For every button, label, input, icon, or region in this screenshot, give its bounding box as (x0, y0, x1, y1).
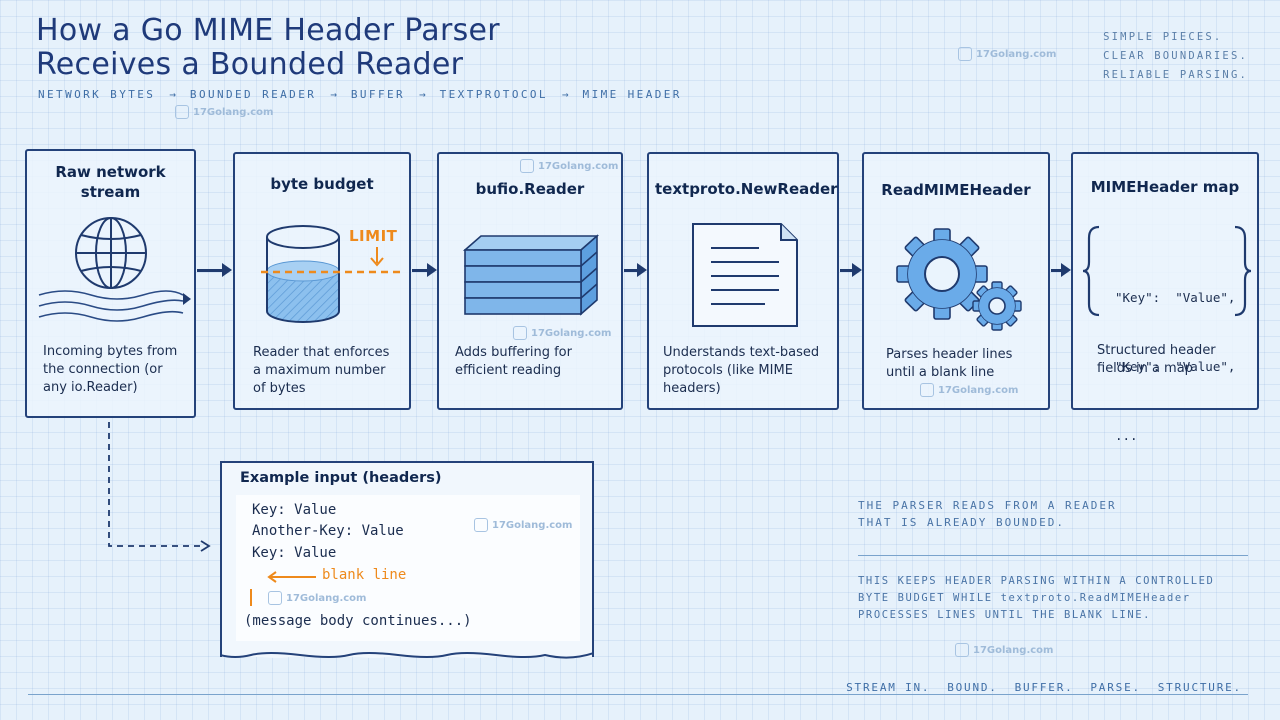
watermark-logo-icon (520, 159, 534, 173)
map-entry: ... (1115, 428, 1138, 443)
note-line: THIS KEEPS HEADER PARSING WITHIN A CONTR… (858, 575, 1215, 587)
title-line-2: Receives a Bounded Reader (36, 47, 464, 82)
torn-edge (220, 649, 594, 659)
watermark-logo-icon (513, 326, 527, 340)
example-code-area (236, 495, 580, 641)
example-title: Example input (headers) (240, 470, 442, 486)
text-cursor (250, 589, 252, 606)
document-icon (692, 223, 798, 327)
stage-description: Structured header fields in a map (1097, 343, 1216, 376)
watermark: 17Golang.com (520, 159, 618, 173)
note-line: THAT IS ALREADY BOUNDED. (858, 516, 1065, 529)
watermark: 17Golang.com (268, 591, 366, 605)
stage-readmimeheader: ReadMIMEHeader (862, 152, 1050, 410)
cylinder-icon (261, 225, 403, 323)
watermark: 17Golang.com (955, 643, 1053, 657)
pipeline-step: TEXTPROTOCOL (439, 88, 548, 101)
watermark-logo-icon (958, 47, 972, 61)
watermark: 17Golang.com (175, 105, 273, 119)
example-header-line: Key: Value (252, 502, 337, 518)
flow-arrow-icon (840, 263, 862, 277)
stage-description: Parses header lines until a blank line (886, 347, 1013, 380)
example-body-line: (message body continues...) (244, 613, 472, 629)
watermark-logo-icon (474, 518, 488, 532)
stage-description: Understands text-based protocols (like M… (663, 345, 820, 396)
stage-title: byte budget (270, 175, 374, 193)
note-line: PROCESSES LINES UNTIL THE BLANK LINE. (858, 609, 1152, 621)
stage-title: bufio.Reader (475, 180, 585, 198)
dashed-connector-arrow (108, 422, 211, 552)
arrow-right-icon: → (561, 88, 569, 101)
stage-byte-budget: byte budget LIMIT Reader that enforces a… (233, 152, 411, 410)
footer-tagline: STREAM IN. BOUND. BUFFER. PARSE. STRUCTU… (846, 681, 1242, 694)
stage-description: Adds buffering for efficient reading (455, 345, 572, 378)
watermark-text: 17Golang.com (531, 327, 612, 339)
map-entries: "Key": "Value", "Key": "Value", ... (1115, 240, 1235, 493)
title-line-1: How a Go MIME Header Parser (36, 13, 500, 48)
watermark-text: 17Golang.com (193, 106, 274, 118)
note-bounded-reader: THE PARSER READS FROM A READER THAT IS A… (858, 497, 1117, 531)
map-entry: "Key": "Value", (1115, 290, 1236, 305)
close-brace-icon (1234, 225, 1252, 317)
pipeline-step: MIME HEADER (582, 88, 682, 101)
arrow-left-icon (267, 571, 316, 583)
pipeline-step: BOUNDED READER (189, 88, 317, 101)
watermark-logo-icon (268, 591, 282, 605)
note-line: BYTE BUDGET WHILE textproto.ReadMIMEHead… (858, 592, 1191, 604)
stacked-buffer-icon (462, 234, 600, 316)
pipeline-step: BUFFER (350, 88, 406, 101)
example-input-panel: Example input (headers) Key: Value Anoth… (220, 461, 594, 657)
flow-arrow-icon (624, 263, 647, 277)
footer-divider (28, 694, 1248, 695)
example-header-line: Key: Value (252, 545, 337, 561)
blank-line-label: blank line (322, 567, 407, 583)
watermark-text: 17Golang.com (492, 519, 573, 531)
stage-description: Incoming bytes from the connection (or a… (43, 344, 178, 395)
tagline-line: SIMPLE PIECES. (1103, 31, 1223, 43)
gears-icon (896, 228, 1022, 331)
watermark-text: 17Golang.com (538, 160, 619, 172)
tagline-line: CLEAR BOUNDARIES. (1103, 50, 1248, 62)
watermark: 17Golang.com (474, 518, 572, 532)
note-line: THE PARSER READS FROM A READER (858, 499, 1117, 512)
stage-description: Reader that enforces a maximum number of… (253, 345, 390, 396)
stage-mimeheader-map: MIMEHeader map "Key": "Value", "Key": "V… (1071, 152, 1259, 443)
watermark: 17Golang.com (920, 383, 1018, 397)
stage-bufio-reader: bufio.Reader Adds buffering for efficien… (437, 152, 623, 410)
arrow-right-icon: → (330, 88, 337, 101)
arrow-right-icon: → (419, 88, 426, 101)
stage-title: MIMEHeader map (1090, 178, 1240, 196)
watermark-text: 17Golang.com (286, 592, 367, 604)
note-byte-budget: THIS KEEPS HEADER PARSING WITHIN A CONTR… (858, 573, 1214, 624)
flow-arrow-icon (1051, 263, 1071, 277)
divider (858, 555, 1248, 556)
flow-arrow-icon (412, 263, 437, 277)
watermark: 17Golang.com (513, 326, 611, 340)
flow-arrow-icon (197, 263, 232, 277)
arrow-right-icon: → (169, 88, 176, 101)
stage-title: ReadMIMEHeader (881, 181, 1031, 199)
open-brace-icon (1082, 225, 1100, 317)
watermark-logo-icon (920, 383, 934, 397)
watermark: 17Golang.com (958, 47, 1056, 61)
pipeline-step: NETWORK BYTES (38, 88, 156, 101)
watermark-logo-icon (955, 643, 969, 657)
stage-raw-network-stream: Raw network stream Incoming bytes from t… (25, 149, 196, 418)
pipeline-breadcrumb: NETWORK BYTES → BOUNDED READER → BUFFER … (38, 88, 682, 101)
tagline: SIMPLE PIECES. CLEAR BOUNDARIES. RELIABL… (1103, 28, 1248, 85)
watermark-text: 17Golang.com (973, 644, 1054, 656)
watermark-logo-icon (175, 105, 189, 119)
stage-textproto-newreader: textproto.NewReader Understands text-bas… (647, 152, 839, 410)
globe-icon (38, 217, 191, 322)
map-entry: "Key": "Value", (1115, 359, 1236, 374)
limit-label: LIMIT (349, 227, 398, 245)
watermark-text: 17Golang.com (938, 384, 1019, 396)
tagline-line: RELIABLE PARSING. (1103, 69, 1248, 81)
watermark-text: 17Golang.com (976, 48, 1057, 60)
stage-title: Raw network stream (55, 163, 166, 201)
example-header-line: Another-Key: Value (252, 523, 404, 539)
page-title: How a Go MIME Header Parser Receives a B… (36, 14, 500, 82)
stage-title: textproto.NewReader (655, 180, 838, 198)
